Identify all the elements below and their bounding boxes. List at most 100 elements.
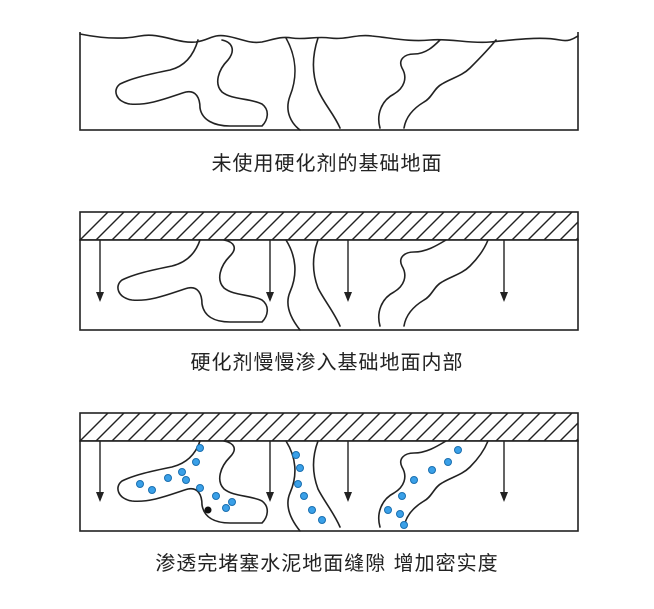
crack-left — [117, 440, 269, 524]
arrow-down-icon — [266, 292, 274, 302]
hatch-line — [495, 211, 525, 241]
hatch-pattern-2 — [79, 211, 579, 241]
particle — [396, 510, 404, 518]
arrows-2 — [96, 240, 508, 302]
hatch-pattern-3 — [79, 412, 579, 442]
hatch-line — [287, 211, 317, 241]
hatch-line — [399, 412, 429, 442]
ground-slab — [79, 440, 579, 532]
hatch-line — [143, 412, 173, 442]
hatch-line — [335, 211, 365, 241]
hatch-line — [239, 412, 269, 442]
arrow-down-icon — [344, 292, 352, 302]
crack-right — [378, 39, 497, 129]
hatch-line — [559, 221, 579, 241]
hatch-line — [159, 412, 189, 442]
crack-center — [285, 239, 341, 331]
arrow-down-icon — [96, 292, 104, 302]
ground-slab — [79, 239, 579, 331]
hatch-line — [271, 211, 301, 241]
hatch-line — [239, 211, 269, 241]
panel-2 — [79, 211, 579, 331]
hatch-line — [111, 412, 141, 442]
hatch-line — [287, 412, 317, 442]
hatch-line — [431, 412, 461, 442]
hatch-line — [335, 412, 365, 442]
hatch-line — [223, 412, 253, 442]
hatch-line — [351, 211, 381, 241]
crack-left — [117, 239, 269, 323]
particle-dark — [204, 506, 212, 514]
hatch-line — [463, 412, 493, 442]
hatch-line — [127, 211, 157, 241]
particle — [294, 480, 302, 488]
hatch-line — [543, 412, 573, 442]
hatch-line — [143, 211, 173, 241]
hatch-line — [191, 412, 221, 442]
hatch-line — [479, 412, 509, 442]
hatch-line — [383, 412, 413, 442]
crack-left — [115, 39, 269, 127]
hatch-line — [95, 211, 125, 241]
hatch-line — [367, 412, 397, 442]
hatch-line — [447, 412, 477, 442]
hatch-line — [255, 412, 285, 442]
ground-surface — [79, 33, 579, 44]
hatch-line — [431, 211, 461, 241]
hatch-line — [559, 422, 579, 442]
hatch-line — [511, 211, 541, 241]
hatch-line — [127, 412, 157, 442]
hatch-line — [543, 211, 573, 241]
hatch-line — [319, 412, 349, 442]
arrow-down-icon — [96, 492, 104, 502]
hatch-line — [303, 412, 333, 442]
hatch-line — [207, 412, 237, 442]
caption-panel-3: 渗透完堵塞水泥地面缝隙 增加密实度 — [155, 551, 499, 575]
particle — [300, 492, 308, 500]
hatch-line — [415, 412, 445, 442]
arrow-down-icon — [500, 492, 508, 502]
particle — [296, 464, 304, 472]
arrows-3 — [96, 441, 508, 502]
particle — [292, 451, 300, 459]
hatch-line — [79, 412, 109, 442]
arrow-down-icon — [500, 292, 508, 302]
hatch-line — [527, 412, 557, 442]
particle — [384, 506, 392, 514]
ground-slab — [79, 29, 579, 131]
arrow-down-icon — [266, 492, 274, 502]
hardener-layer — [79, 412, 579, 442]
hatch-line — [271, 412, 301, 442]
particle — [444, 458, 452, 466]
hardener-particles — [136, 444, 462, 529]
crack-center — [285, 37, 341, 131]
particle — [318, 516, 326, 524]
hatch-line — [191, 211, 221, 241]
particle — [182, 476, 190, 484]
hatch-line — [111, 211, 141, 241]
particle — [428, 466, 436, 474]
particle — [196, 484, 204, 492]
hatch-line — [223, 211, 253, 241]
panel-1 — [79, 24, 579, 131]
panel-3 — [79, 412, 579, 532]
hatch-line — [175, 211, 205, 241]
hatch-line — [527, 211, 557, 241]
hatch-line — [463, 211, 493, 241]
caption-panel-1: 未使用硬化剂的基础地面 — [211, 151, 443, 175]
hatch-line — [319, 211, 349, 241]
particle — [454, 446, 462, 454]
hatch-line — [447, 211, 477, 241]
hatch-line — [351, 412, 381, 442]
particle — [136, 480, 144, 488]
hatch-line — [511, 412, 541, 442]
hatch-line — [79, 211, 109, 241]
particle — [164, 474, 172, 482]
arrow-down-icon — [344, 492, 352, 502]
hatch-line — [383, 211, 413, 241]
hatch-line — [495, 412, 525, 442]
crack-right — [378, 239, 489, 327]
particle — [222, 504, 230, 512]
hatch-line — [159, 211, 189, 241]
